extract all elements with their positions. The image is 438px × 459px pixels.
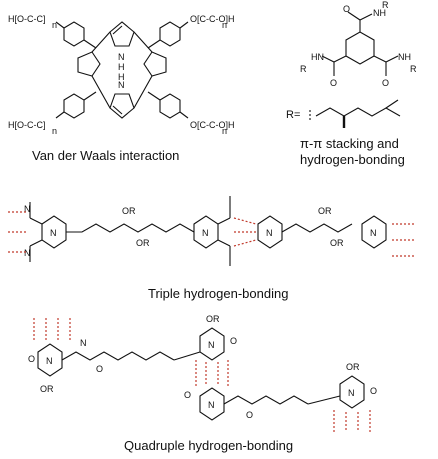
triple-hbond-structure: N N N OR OR N N OR OR N — [8, 196, 416, 266]
quad-n-mid-top: N — [208, 340, 215, 350]
bta-hn-left: HN — [311, 52, 324, 62]
caption-quadruple: Quadruple hydrogen-bonding — [124, 438, 294, 453]
quad-o-mid-bottom: O — [184, 390, 191, 400]
bta-nh-right: NH — [398, 52, 411, 62]
bta-r-right: R — [410, 64, 417, 74]
triple-n-ring-mid: N — [202, 228, 209, 238]
triple-n-ring-left: N — [50, 228, 57, 238]
quad-n-link-1: N — [80, 338, 87, 348]
caption-pi-stack-line2: hydrogen-bonding — [300, 152, 405, 167]
triple-n-left-2: N — [24, 248, 31, 258]
triple-or-1: OR — [122, 206, 136, 216]
quad-or-right: OR — [346, 362, 360, 372]
bta-nh-top: NH — [373, 8, 386, 18]
bta-r-left: R — [300, 64, 307, 74]
triple-n-uracil: N — [266, 228, 273, 238]
caption-vdw: Van der Waals interaction — [32, 148, 180, 163]
quad-n-mid-bottom: N — [208, 400, 215, 410]
quad-or-mid-top: OR — [206, 314, 220, 324]
peg-label-bottom-right: O[C-C-O]H — [190, 120, 235, 130]
triple-or-2: OR — [136, 238, 150, 248]
quad-or-left: OR — [40, 384, 54, 394]
peg-n-bottom-left: n — [52, 126, 57, 136]
porphyrin-h-top: H — [118, 62, 125, 72]
porphyrin-structure: N H N H — [55, 21, 189, 119]
quad-o-mid-top: O — [230, 336, 237, 346]
porphyrin-n-top: N — [118, 52, 125, 62]
benzene-tricarboxamide-structure: O NH R HN R O O NH R — [300, 0, 417, 88]
peg-n-top-left: n — [52, 20, 57, 30]
quadruple-hbond-structure: N OR O N O N OR O N O O N OR O — [28, 314, 377, 432]
quad-n-left: N — [46, 356, 53, 366]
peg-label-top-left: H[O-C-C] — [8, 14, 46, 24]
bta-r-top: R — [382, 0, 389, 10]
triple-or-4: OR — [330, 238, 344, 248]
quad-n-right: N — [348, 388, 355, 398]
r-equals-label: R= — [286, 109, 300, 121]
triple-n-uracil-right: N — [370, 228, 377, 238]
quad-o-left: O — [28, 354, 35, 364]
caption-triple: Triple hydrogen-bonding — [148, 286, 289, 301]
porphyrin-n-bottom: N — [118, 80, 125, 90]
porphyrin-h-bottom: H — [118, 72, 125, 82]
peg-n-top-right: n — [222, 20, 227, 30]
caption-pi-stack-line1: π-π stacking and — [300, 136, 399, 151]
peg-label-bottom-left: H[O-C-C] — [8, 120, 46, 130]
triple-n-left-1: N — [24, 204, 31, 214]
bta-o-left: O — [330, 78, 337, 88]
r-substituent-chain — [309, 99, 401, 128]
peg-label-top-right: O[C-C-O]H — [190, 14, 235, 24]
quad-o-right: O — [370, 386, 377, 396]
bta-o-top: O — [343, 4, 350, 14]
peg-n-bottom-right: n — [222, 126, 227, 136]
quad-o-link-2: O — [246, 410, 253, 420]
bta-o-right: O — [382, 78, 389, 88]
quad-o-link-1: O — [96, 364, 103, 374]
triple-or-3: OR — [318, 206, 332, 216]
